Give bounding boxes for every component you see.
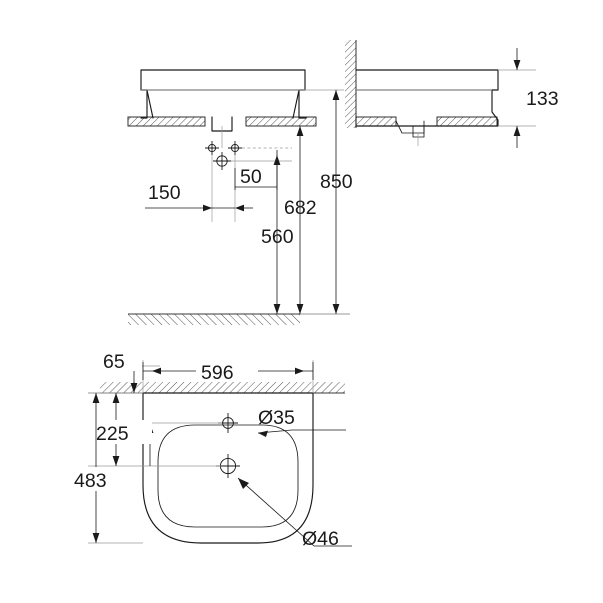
dim-596-group: 596 bbox=[142, 358, 314, 384]
dim-150-label: 150 bbox=[148, 182, 181, 204]
counter-slab-right bbox=[245, 116, 317, 127]
dim-225-label: 225 bbox=[96, 423, 129, 445]
waste-outlet-mark bbox=[213, 152, 231, 170]
basin-body-side bbox=[355, 69, 499, 127]
dia-46-group: Ø46 bbox=[237, 477, 352, 550]
dia-46-label: Ø46 bbox=[302, 528, 339, 550]
counter-slab-side-right bbox=[436, 116, 498, 127]
counter-slab-side-left bbox=[355, 116, 397, 127]
dim-560-label: 560 bbox=[261, 226, 294, 248]
wall-surface bbox=[345, 40, 357, 128]
dia-35-label: Ø35 bbox=[258, 407, 295, 429]
dim-65-group: 65 bbox=[98, 349, 142, 393]
basin-bowl-inner bbox=[157, 424, 299, 528]
dim-65-label: 65 bbox=[103, 351, 125, 373]
dim-560-group: 560 bbox=[261, 155, 294, 314]
counter-slab-left bbox=[127, 116, 206, 127]
dim-682-group: 682 bbox=[284, 126, 317, 314]
basin-outline-plan bbox=[142, 392, 314, 544]
side-section-view: 133 bbox=[345, 40, 559, 148]
supply-inlet-marks bbox=[205, 141, 242, 170]
floor-surface bbox=[128, 313, 350, 325]
supply-inlet-mark-right bbox=[228, 141, 242, 155]
dim-682-label: 682 bbox=[284, 197, 317, 219]
basin-body-front bbox=[140, 69, 307, 119]
dim-133-label: 133 bbox=[526, 88, 559, 110]
supply-inlet-mark-left bbox=[205, 141, 219, 155]
waste-trap-stub bbox=[211, 116, 233, 148]
front-section-view: 50 150 560 682 bbox=[127, 69, 353, 325]
dim-483-group: 483 bbox=[72, 393, 128, 543]
dim-850-group: 850 bbox=[305, 89, 353, 314]
dim-150-group: 150 bbox=[145, 182, 253, 212]
dim-50-label: 50 bbox=[240, 166, 262, 188]
plan-view: 596 65 225 483 bbox=[72, 349, 352, 550]
dim-225-group: 225 bbox=[94, 393, 154, 466]
dim-596-label: 596 bbox=[201, 362, 234, 384]
dim-850-label: 850 bbox=[320, 171, 353, 193]
dim-483-label: 483 bbox=[74, 470, 107, 492]
dim-133-group: 133 bbox=[498, 48, 559, 148]
dim-50-group: 50 bbox=[234, 150, 278, 190]
dia-35-group: Ø35 bbox=[257, 407, 346, 437]
waste-trap-side bbox=[395, 120, 425, 146]
